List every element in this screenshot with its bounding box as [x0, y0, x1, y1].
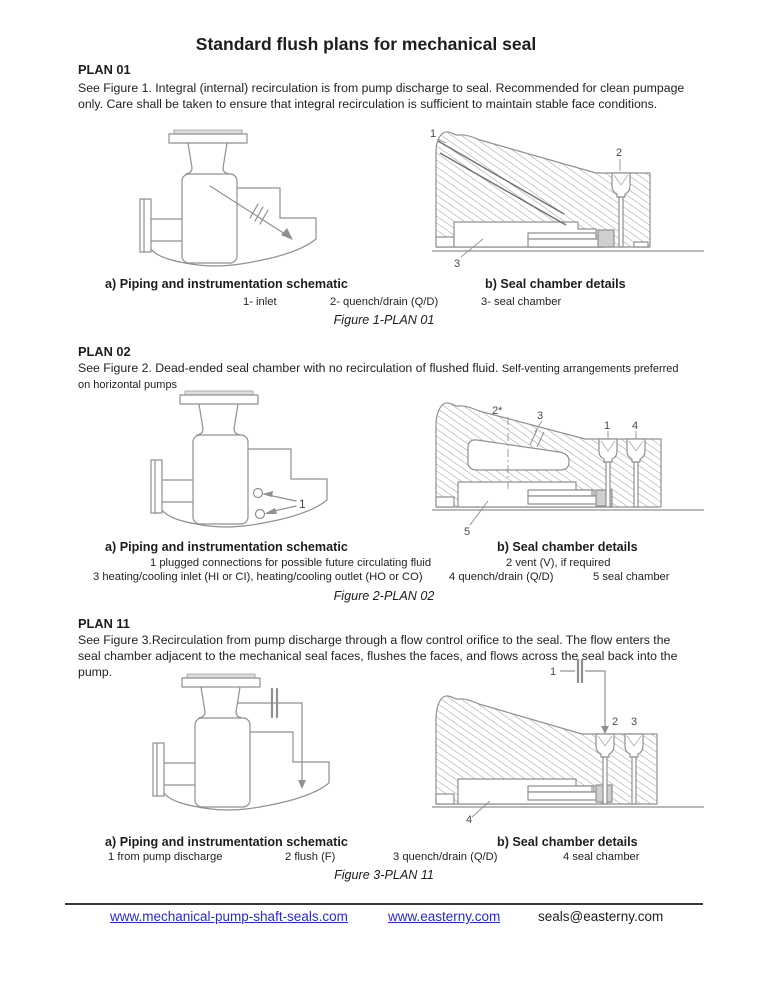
chamber-label-2: 2: [612, 716, 618, 728]
legend-item: 3 heating/cooling inlet (HI or CI), heat…: [93, 571, 423, 583]
figure-3-caption: Figure 3-PLAN 11: [334, 868, 434, 882]
gland-body-hatched: [435, 695, 658, 805]
chamber-label-1: 1: [430, 128, 436, 140]
cooling-jacket-cavity: [467, 439, 570, 471]
arrowhead: [264, 508, 277, 514]
legend-item: 3 quench/drain (Q/D): [393, 851, 498, 863]
footer-email: seals@easterny.com: [538, 909, 664, 924]
plugged-connection-port: [254, 508, 266, 520]
seal-gland-block: [597, 229, 615, 248]
vent-drilling: [529, 429, 545, 448]
legend-item: 2 flush (F): [285, 851, 336, 863]
pump-flange-top: [173, 129, 243, 135]
figure-2-caption: Figure 2-PLAN 02: [333, 589, 435, 603]
plan-01-description: See Figure 1. Integral (internal) recirc…: [78, 80, 684, 112]
chamber-label-2: 2: [616, 147, 622, 159]
arrowhead: [262, 491, 273, 497]
chamber-label-3: 3: [537, 410, 543, 422]
footer-divider: [65, 903, 703, 905]
plan-11-heading: PLAN 11: [78, 616, 130, 631]
plan-01-pump-schematic: [139, 129, 317, 267]
chamber-label-1: 1: [550, 666, 556, 678]
figure-1-caption: Figure 1-PLAN 01: [333, 313, 435, 327]
chamber-label-5: 5: [464, 526, 470, 538]
plan-02-description-main: See Figure 2. Dead-ended seal chamber wi…: [78, 361, 499, 375]
legend-item: 1- inlet: [243, 296, 277, 308]
legend-item: 4 seal chamber: [563, 851, 640, 863]
chamber-label-2: 2*: [492, 405, 503, 417]
plan-11-caption-b: b) Seal chamber details: [497, 835, 638, 849]
recirculation-arrow: [209, 185, 286, 235]
legend-item: 2 vent (V), if required: [506, 557, 611, 569]
plan-11-description-line-1: See Figure 3.Recirculation from pump dis…: [78, 633, 671, 647]
plan-02-heading: PLAN 02: [78, 344, 131, 359]
arrowhead: [601, 726, 609, 734]
plan-11-pump-schematic: [152, 673, 330, 811]
arrowhead: [281, 228, 293, 240]
plan-11-seal-chamber-diagram: 1 2 3 4: [432, 659, 704, 825]
plan-02-caption-a: a) Piping and instrumentation schematic: [105, 540, 348, 554]
chamber-label-3: 3: [631, 716, 637, 728]
chamber-label-4: 4: [466, 814, 472, 825]
plan-02-caption-b: b) Seal chamber details: [497, 540, 638, 554]
internal-recirculation-passage: [437, 140, 567, 226]
plan-01-description-line-2: only. Care shall be taken to ensure that…: [78, 97, 658, 111]
chamber-label-3: 3: [454, 258, 460, 270]
plan-01-caption-a: a) Piping and instrumentation schematic: [105, 277, 348, 291]
footer-link-mechanical-pump-shaft-seals[interactable]: www.mechanical-pump-shaft-seals.com: [110, 909, 348, 924]
legend-item: 2- quench/drain (Q/D): [330, 296, 439, 308]
legend-item: 1 plugged connections for possible futur…: [150, 557, 432, 569]
plan-02-pump-schematic: 1: [150, 390, 328, 528]
plan-01-caption-b: b) Seal chamber details: [485, 277, 626, 291]
pump-label-1: 1: [299, 497, 306, 511]
chamber-label-1: 1: [604, 420, 610, 432]
flow-break-marks: [249, 203, 269, 225]
plan-11-caption-a: a) Piping and instrumentation schematic: [105, 835, 348, 849]
plan-01-description-line-1: See Figure 1. Integral (internal) recirc…: [78, 81, 685, 95]
plan-11-description: See Figure 3.Recirculation from pump dis…: [78, 632, 677, 680]
arrowhead: [298, 780, 306, 789]
plan-02-seal-chamber-diagram: 2* 3 1 4 5: [432, 402, 704, 538]
legend-item: 3- seal chamber: [481, 296, 562, 308]
plan-02-description-note-2: on horizontal pumps: [78, 379, 178, 391]
footer-link-easterny[interactable]: www.easterny.com: [388, 909, 501, 924]
plan-01-heading: PLAN 01: [78, 62, 131, 77]
legend-item: 5 seal chamber: [593, 571, 670, 583]
legend-item: 4 quench/drain (Q/D): [449, 571, 554, 583]
gland-body-hatched: [435, 131, 651, 248]
plan-01-seal-chamber-diagram: 1 2 3: [430, 128, 704, 270]
chamber-label-4: 4: [632, 420, 638, 432]
plan-11-description-line-2: seal chamber adjacent to the mechanical …: [78, 649, 678, 663]
plan-02-description-note: Self-venting arrangements preferred: [501, 363, 679, 375]
legend-item: 1 from pump discharge: [108, 851, 223, 863]
plan-11-description-line-3: pump.: [78, 665, 113, 679]
page-title: Standard flush plans for mechanical seal: [195, 34, 537, 54]
plugged-connection-port: [252, 487, 264, 499]
plan-02-description: See Figure 2. Dead-ended seal chamber wi…: [78, 360, 679, 393]
